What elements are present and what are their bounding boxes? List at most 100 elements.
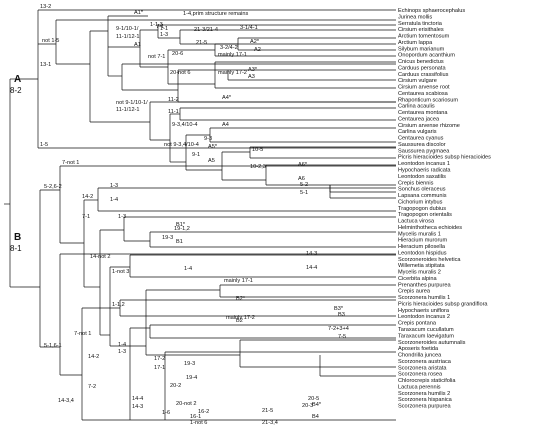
branch-label: 17-2 — [154, 356, 165, 362]
branch-label: 9-1 — [192, 152, 200, 158]
branch-label: B1 — [176, 239, 183, 245]
branch-label: A5 — [208, 158, 215, 164]
branch-label: B4* — [312, 402, 322, 408]
taxon-label: Mycelis muralis 2 — [398, 270, 441, 276]
taxon-label: Carduus personata — [398, 65, 446, 71]
taxon-label: Cnicus benedictus — [398, 59, 444, 65]
branch-label: A3 — [248, 74, 255, 80]
branch-label: 14-not 2 — [90, 254, 111, 260]
taxon-label: Taraxacum laevigatum — [398, 333, 454, 339]
branch-label: A5* — [208, 144, 218, 150]
taxon-label: Echinops sphaerocephalus — [398, 8, 465, 14]
branch-label: mainly 17-2 — [226, 315, 255, 321]
branch-label: 1-1 — [160, 26, 168, 32]
branch-label: 9-1/10-1/ — [116, 26, 139, 32]
branch-label: 14-2 — [82, 194, 93, 200]
branch-label: 9-3 — [204, 136, 212, 142]
branch-label: 16-1 — [190, 414, 201, 420]
taxon-label: Lapsana communis — [398, 193, 447, 199]
taxon-label: Serratula tinctoria — [398, 21, 443, 27]
taxon-label: Centaurea jacea — [398, 116, 440, 122]
taxon-label: Chondrilla juncea — [398, 353, 442, 359]
group-labels: A8-2B8-1 — [10, 74, 22, 253]
branch-label: 1-not 6 — [190, 420, 207, 426]
branch-label: 19-3 — [162, 235, 173, 241]
branch-label: 14-4 — [306, 265, 317, 271]
branch-label: 20-not 2 — [176, 401, 197, 407]
taxon-label: Scorzonera austriaca — [398, 359, 452, 365]
branch-label: 1-4,prim structure remains — [183, 11, 248, 17]
branch-label: 3-2/4-2 — [220, 45, 238, 51]
branch-label: 20-2 — [170, 383, 181, 389]
taxon-label: Mycelis muralis 1 — [398, 231, 441, 237]
branch-label: 17-1 — [154, 365, 165, 371]
branch-label: 20-6 — [172, 51, 183, 57]
branch-label: not 1-5 — [42, 38, 59, 44]
branch-label: 1-5 — [40, 142, 48, 148]
branch-label: A1 — [134, 42, 141, 48]
taxon-label: Scorzonera rosea — [398, 372, 443, 378]
branch-label: 21-3/21-4 — [194, 27, 218, 33]
taxon-label: Leontodon hispidus — [398, 250, 447, 256]
taxon-label: Sonchus oleraceus — [398, 187, 446, 193]
taxon-label: Cicerbita alpina — [398, 276, 437, 282]
branch-label: 1-3 — [118, 349, 126, 355]
branch-label: 7-5 — [338, 334, 346, 340]
taxon-label: Leontodon saxatilis — [398, 174, 446, 180]
taxon-label: Centaurea montana — [398, 110, 448, 116]
taxon-label: Hieracium murorum — [398, 238, 447, 244]
branch-label: 19-4 — [186, 375, 197, 381]
branch-label: 14-3,4 — [58, 398, 74, 404]
branch-label: 14-2 — [88, 354, 99, 360]
branch-label: A6 — [298, 176, 305, 182]
branch-label: 1-6 — [162, 410, 170, 416]
tree-branches — [4, 9, 396, 421]
branch-label: 13-1 — [40, 62, 51, 68]
branch-label: 1-not 3 — [112, 269, 129, 275]
branch-label: 14-4 — [132, 396, 143, 402]
branch-label: 7-1 — [82, 214, 90, 220]
branch-label: 7-2 — [88, 384, 96, 390]
taxon-label: Scorzonera hispanica — [398, 397, 453, 403]
taxon-label: Scorzonera humilis 1 — [398, 295, 450, 301]
branch-label: 11-1 — [168, 109, 179, 115]
branch-label: 10-2,3 — [250, 164, 266, 170]
taxon-label: Jurinea mollis — [398, 14, 432, 20]
branch-label: 3-1/4-1 — [240, 25, 258, 31]
branch-label: 1-4 — [110, 197, 118, 203]
taxon-label: Prenanthes purpurea — [398, 282, 451, 288]
branch-label: not 9-1/10-1/ — [116, 100, 148, 106]
group-code: 8-1 — [10, 244, 22, 253]
branch-label: A3* — [248, 67, 258, 73]
branch-label: 5-2 — [300, 182, 308, 188]
branch-label: 14-3 — [306, 251, 317, 257]
branch-label: A2 — [254, 47, 261, 53]
taxon-label: Crepis biennis — [398, 180, 434, 186]
branch-label: 7-not 1 — [62, 160, 79, 166]
branch-label: B3* — [334, 306, 344, 312]
branch-label: not 9-3,4/10-4 — [164, 142, 199, 148]
taxon-label: Tragopogon dubius — [398, 206, 446, 212]
taxon-label: Arctium lappa — [398, 40, 433, 46]
taxon-label: Rhaponticum scariosum — [398, 97, 458, 103]
branch-label: 11-1/12-1 — [116, 34, 140, 40]
taxon-label: Saussurea discolor — [398, 142, 446, 148]
branch-label: B3 — [338, 312, 345, 318]
taxon-label: Crepis aurea — [398, 289, 431, 295]
taxon-label: Scorzonera aristata — [398, 365, 447, 371]
taxon-label: Hieracium pilosella — [398, 244, 446, 250]
branch-label: 21-5 — [196, 40, 207, 46]
branch-label: 19-1,2 — [174, 226, 190, 232]
branch-label: mainly 17-2 — [218, 70, 247, 76]
taxon-label: Silybum marianum — [398, 46, 445, 52]
branch-label: 11-1/12-1 — [116, 107, 140, 113]
taxon-label: Cirsium arvense root — [398, 85, 450, 91]
branch-label: A4* — [222, 95, 232, 101]
taxon-label: Cirsium erisithales — [398, 27, 444, 33]
branch-label: 7-not 1 — [74, 331, 91, 337]
branch-label: A6* — [298, 162, 308, 168]
branch-label: 21-3,4 — [262, 420, 278, 426]
